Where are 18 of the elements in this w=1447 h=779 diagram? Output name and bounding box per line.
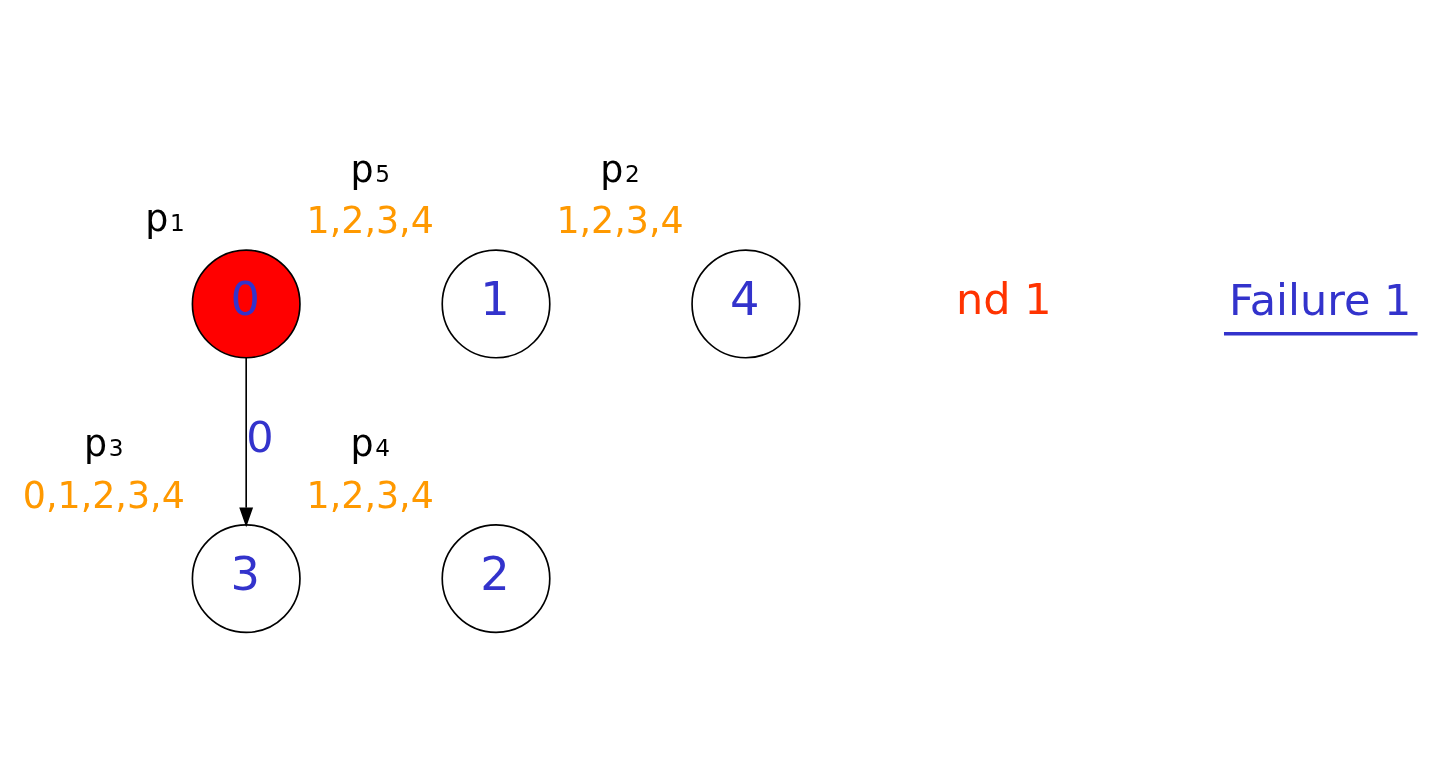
node-circle: 0 (191, 248, 301, 359)
label: nd 1 (955, 273, 1052, 324)
node-label: p2 (600, 147, 640, 191)
node-circle: 3 (191, 523, 301, 633)
edge-label: 0 (246, 411, 274, 462)
node-circle: 4 (691, 248, 801, 359)
label: Failure 1 (1228, 274, 1412, 325)
node-circle: 1 (441, 248, 551, 359)
node-label: 1,2,3,4 (306, 473, 434, 517)
node-label: 0,1,2,3,4 (22, 473, 185, 517)
node-circle: 2 (441, 523, 551, 633)
node-label: p5 (350, 147, 390, 191)
arrow (239, 356, 254, 527)
node-label: p1 (145, 196, 185, 240)
node-label: 1,2,3,4 (306, 198, 434, 242)
node-label: 1,2,3,4 (556, 198, 684, 242)
node-label: p4 (350, 421, 390, 465)
node-label: p3 (84, 421, 124, 465)
